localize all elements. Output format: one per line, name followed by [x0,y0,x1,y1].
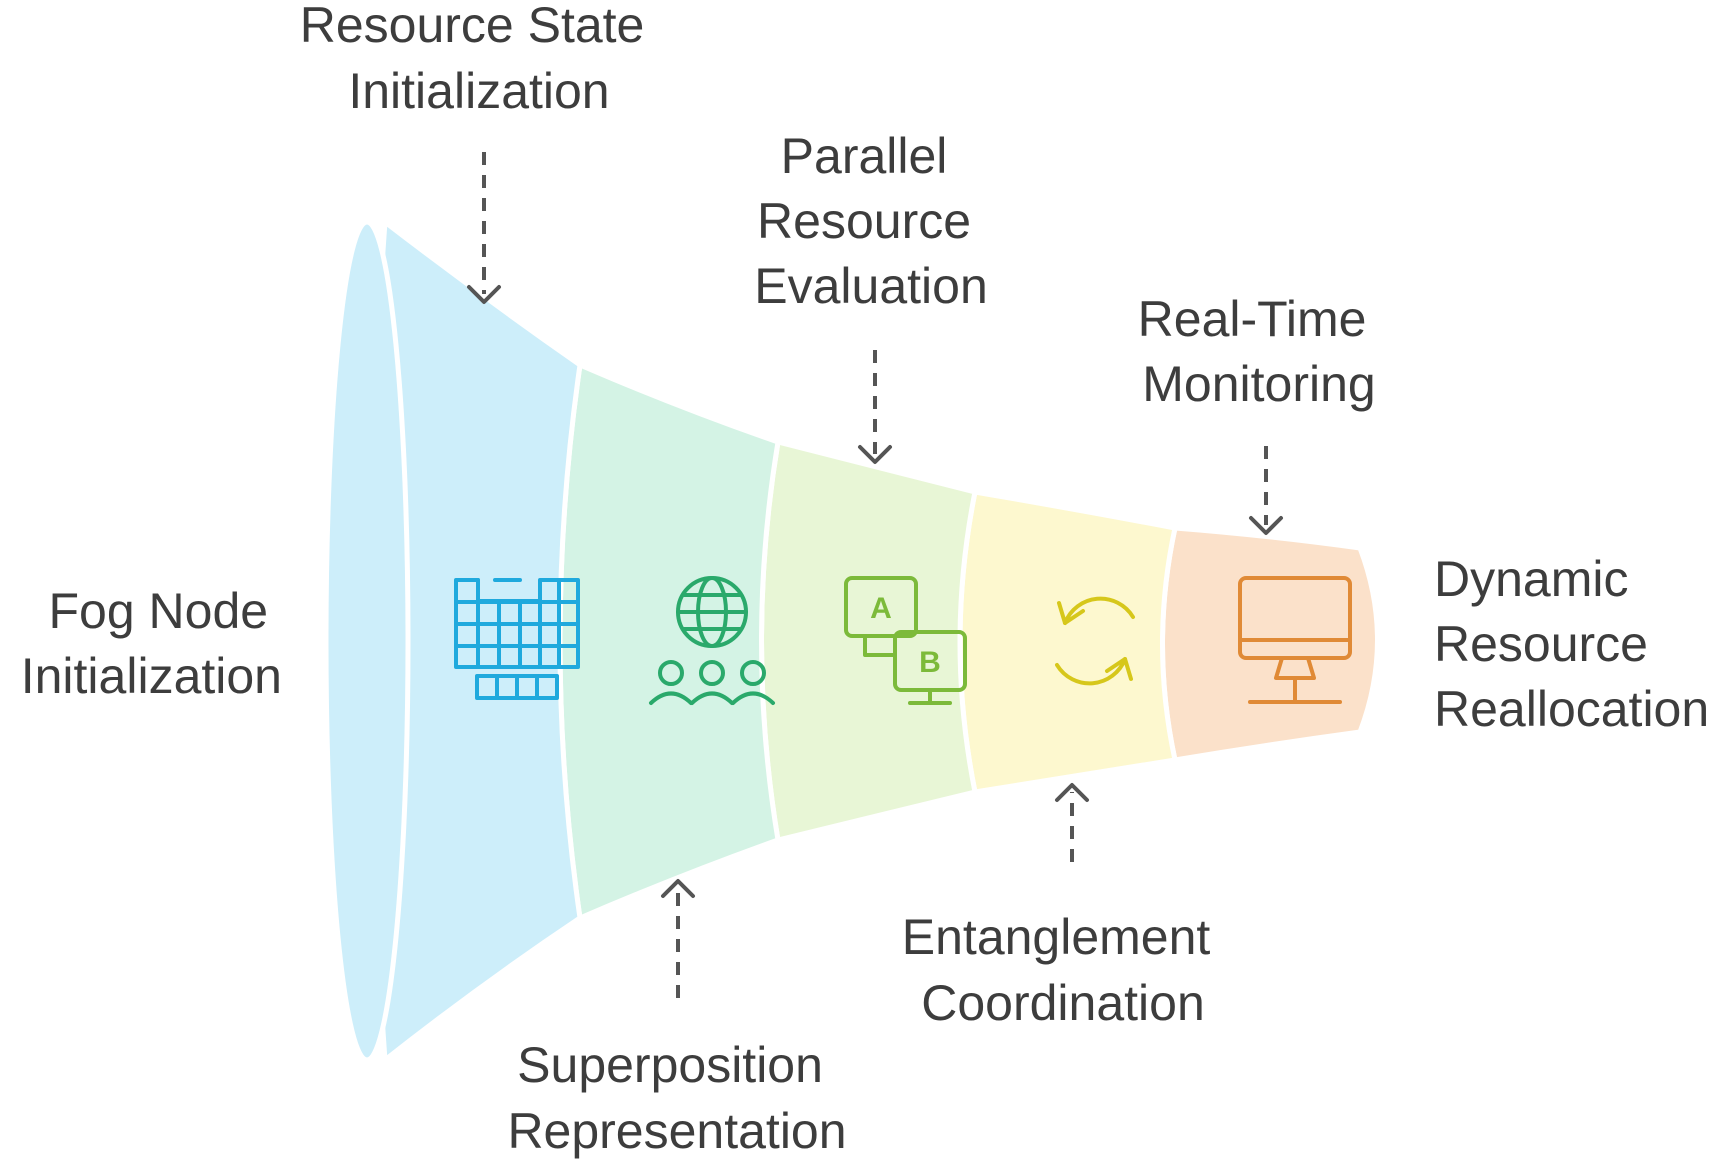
funnel-segment-entanglement [957,489,1179,795]
label-fog-node-initialization: Fog Node Initialization [21,583,282,704]
label-line: Coordination [921,975,1205,1031]
funnel-segment-dynamic-reallocation [1160,525,1380,763]
funnel-segment-superposition [557,361,781,922]
label-line: Initialization [348,63,609,119]
label-dynamic-resource-reallocation: Dynamic Resource Reallocation [1434,551,1709,737]
label-line: Resource [757,193,971,249]
label-line: Initialization [21,648,282,704]
keyboard-icon [454,578,580,700]
label-resource-state-initialization: Resource State Initialization [300,0,659,119]
label-parallel-resource-evaluation: Parallel Resource Evaluation [754,128,988,314]
label-real-time-monitoring: Real-Time Monitoring [1138,291,1381,412]
funnel-mouth-cap [323,219,411,1063]
label-line: Dynamic [1434,551,1628,607]
globe-people-icon [649,576,775,705]
arrow-superposition [661,879,695,998]
arrow-realtime [1249,446,1283,535]
arrow-entanglement [1055,783,1089,862]
label-line: Fog Node [49,583,269,639]
label-superposition-representation: Superposition Representation [507,1037,846,1159]
label-line: Monitoring [1142,356,1375,412]
label-line: Reallocation [1434,681,1709,737]
label-line: Resource [1434,616,1648,672]
label-line: Superposition [517,1037,823,1093]
label-line: Representation [507,1103,846,1159]
label-line: Real-Time [1138,291,1367,347]
label-line: Resource State [300,0,645,53]
label-line: Entanglement [902,909,1211,965]
label-line: Parallel [781,128,948,184]
monitor-icon [1238,576,1352,704]
arrow-resource-state [467,152,501,304]
sync-arrows-icon [1055,596,1135,686]
arrow-parallel [858,350,892,464]
label-entanglement-coordination: Entanglement Coordination [902,909,1224,1031]
icon-letter-b: B [919,646,941,679]
icon-letter-a: A [870,592,892,625]
label-line: Evaluation [754,258,988,314]
funnel-segment-parallel-evaluation [759,438,978,844]
ab-comparison-icon: A B [844,576,967,705]
